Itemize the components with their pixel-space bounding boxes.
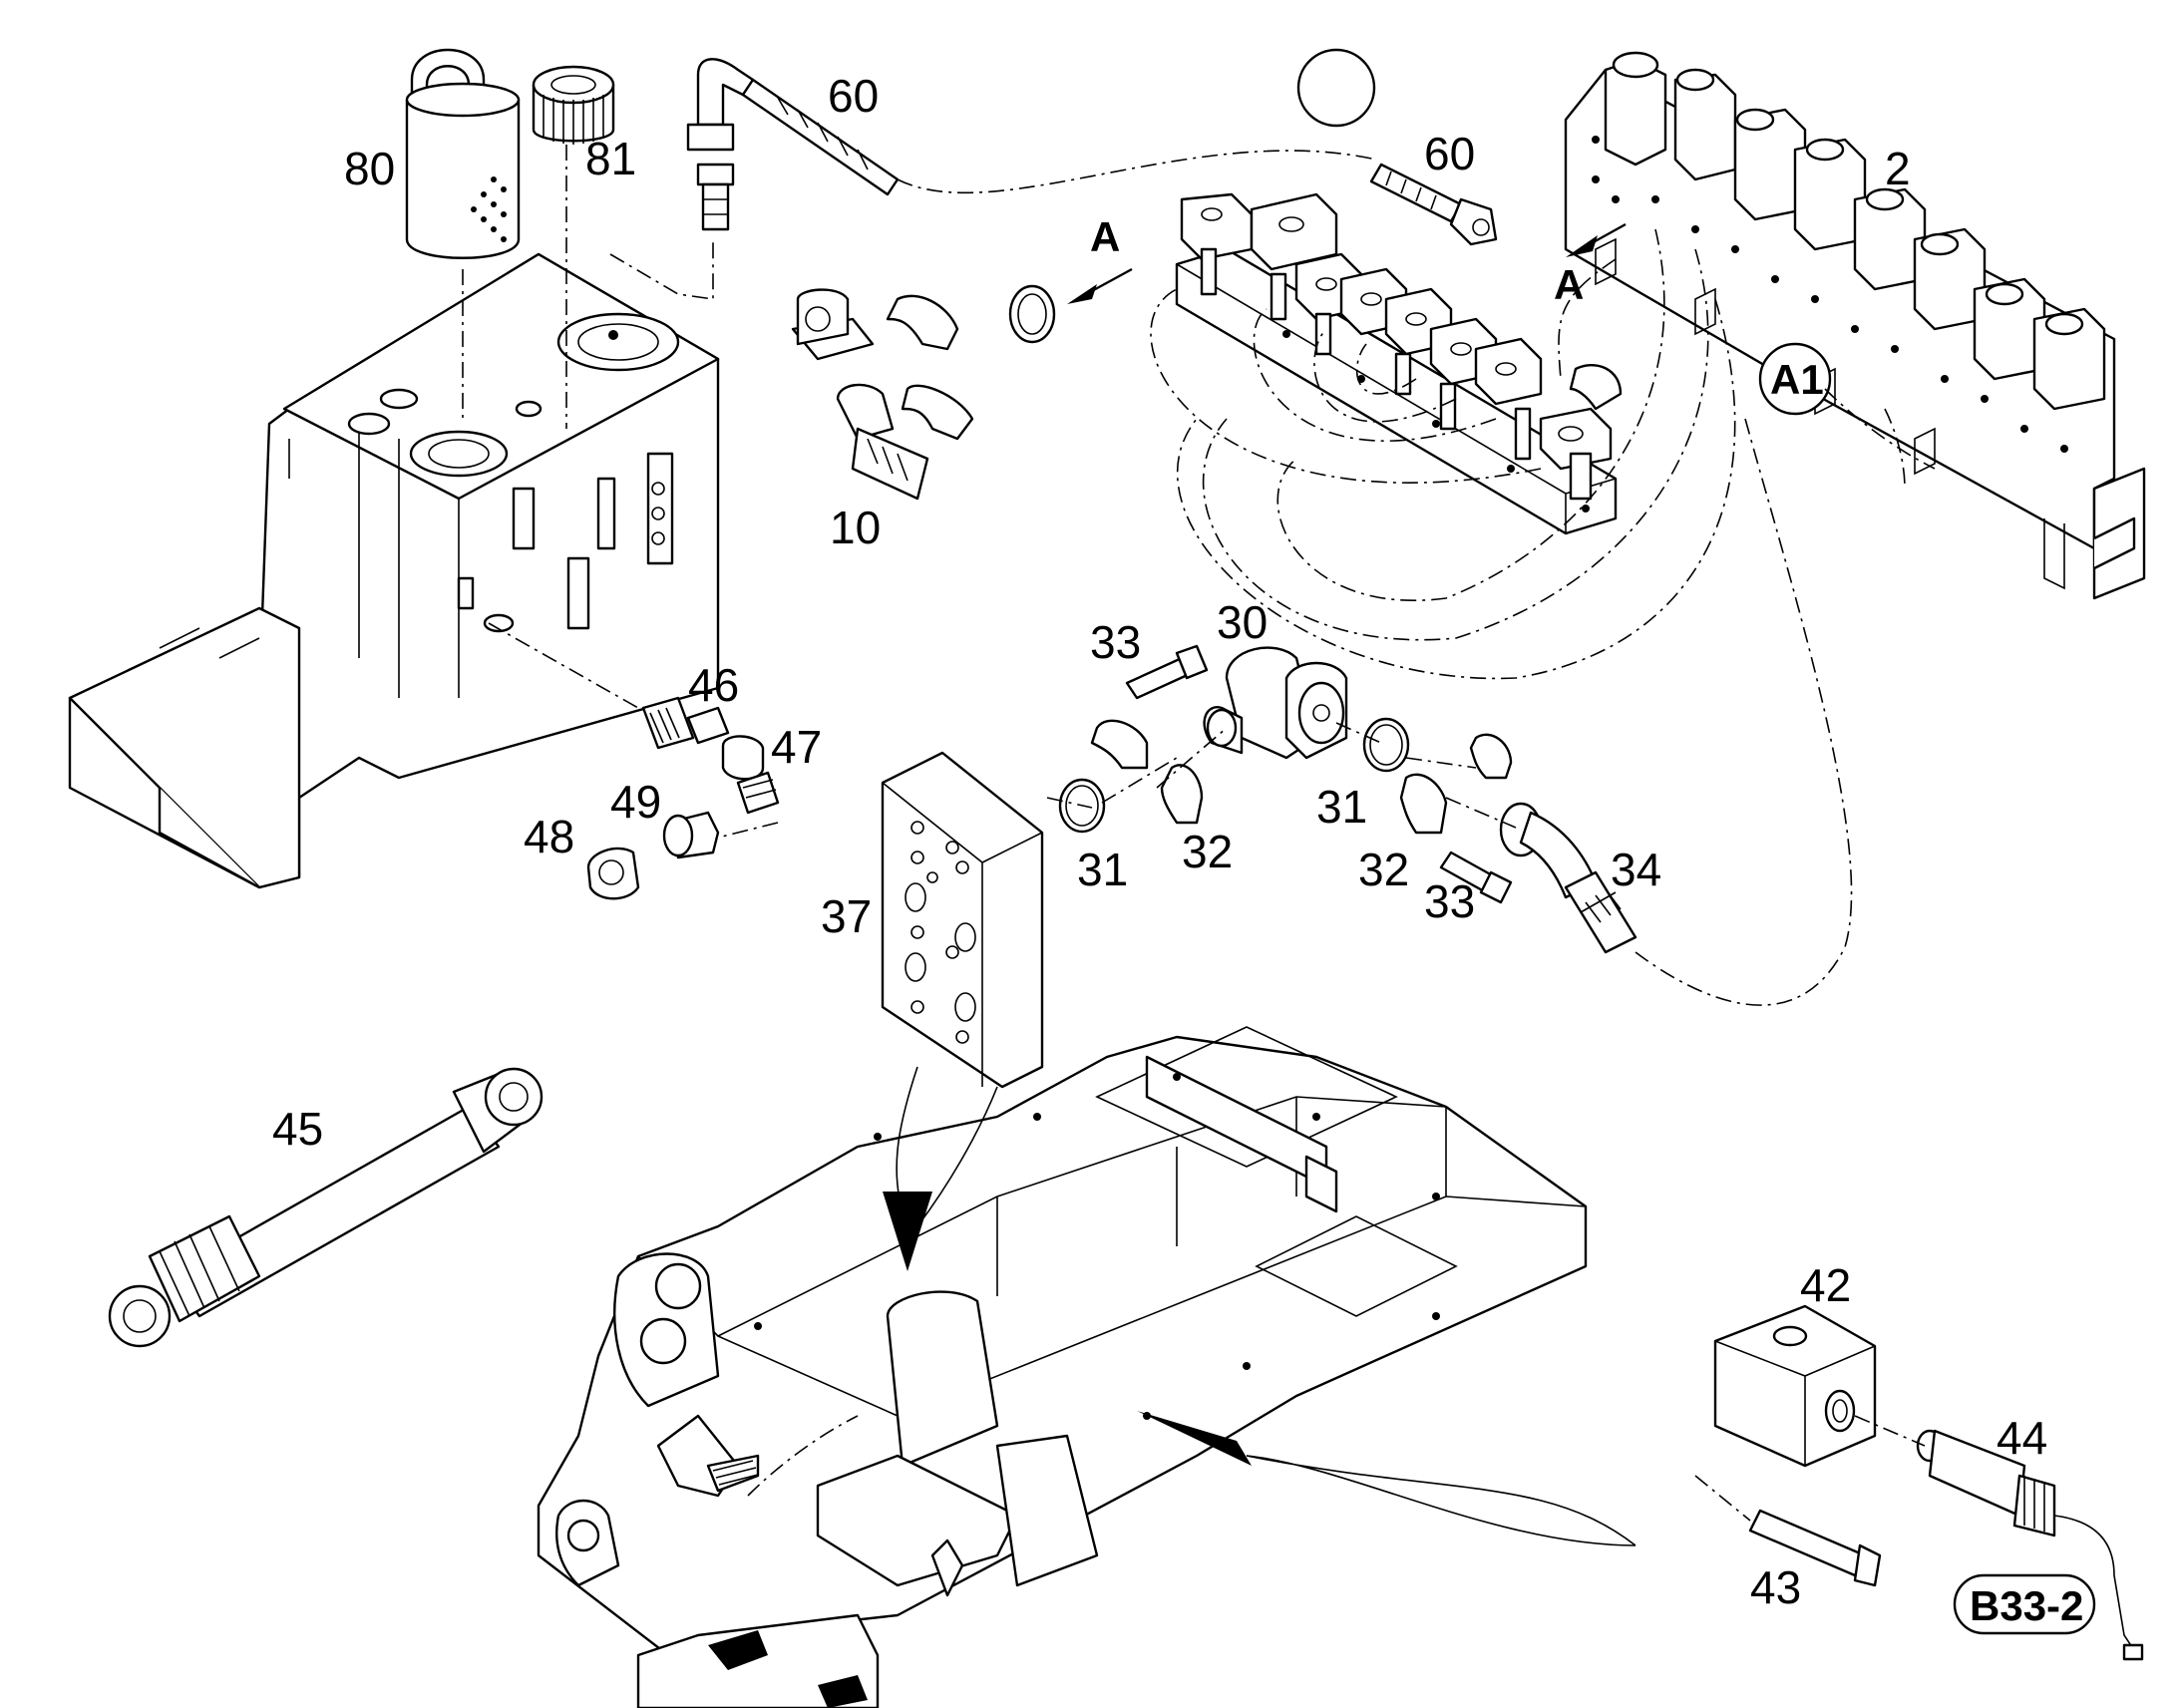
bolt-part-43 [1748,1509,1882,1587]
label-44: 44 [1997,1412,2047,1464]
view-arrow-a-right [1566,222,1627,257]
label-45: 45 [272,1103,323,1155]
label-31-right: 31 [1316,781,1367,833]
label-33-upper: 33 [1090,616,1141,668]
label-10: 10 [830,502,881,553]
part-labels: 80 81 60 60 2 A A A1 10 33 30 46 47 49 4… [272,70,2083,1629]
blank-circle-marker [1296,48,1376,128]
leader-lines [462,145,1936,1522]
flange-assembly-part-10 [791,284,1056,501]
label-37: 37 [821,890,872,942]
label-view-a-left: A [1090,213,1120,260]
label-32-right: 32 [1358,844,1409,895]
machine-frame [537,1026,1588,1708]
fitting-assembly-30-34 [1058,644,1637,954]
label-80: 80 [344,143,395,194]
cap-part-81 [532,65,615,145]
hose-part-60-left [686,58,900,231]
sensor-part-44 [1916,1429,2144,1661]
label-30: 30 [1217,596,1268,648]
view-arrow-a-left [1067,267,1133,304]
label-2: 2 [1885,143,1911,194]
label-33-lower: 33 [1424,875,1475,927]
label-ref-b33-2: B33-2 [1970,1582,2083,1629]
label-view-a-right: A [1554,261,1584,308]
control-valve-part-2 [1564,51,2146,600]
label-48: 48 [524,811,574,862]
label-60-right: 60 [1424,128,1475,179]
label-43: 43 [1750,1561,1801,1613]
label-32-left: 32 [1182,826,1233,877]
hydraulic-cylinder-part-45 [108,1067,544,1348]
label-46: 46 [688,659,739,711]
filter-part-80 [405,48,521,259]
label-81: 81 [585,133,636,184]
label-49: 49 [610,776,661,828]
label-47: 47 [771,721,822,773]
label-42: 42 [1800,1259,1851,1311]
ref-bubble-b33-2 [1953,1573,2096,1635]
label-60-left: 60 [828,70,879,122]
label-callout-a1: A1 [1770,356,1824,403]
label-31-left: 31 [1077,844,1128,895]
label-34: 34 [1611,844,1661,895]
hydraulic-tank [68,252,720,889]
plate-part-37 [881,751,1044,1089]
manifold-rail [1175,163,1623,535]
fittings-46-49 [586,696,780,900]
block-part-42 [1713,1304,1877,1468]
detail-sweep-lines [896,1066,1636,1546]
